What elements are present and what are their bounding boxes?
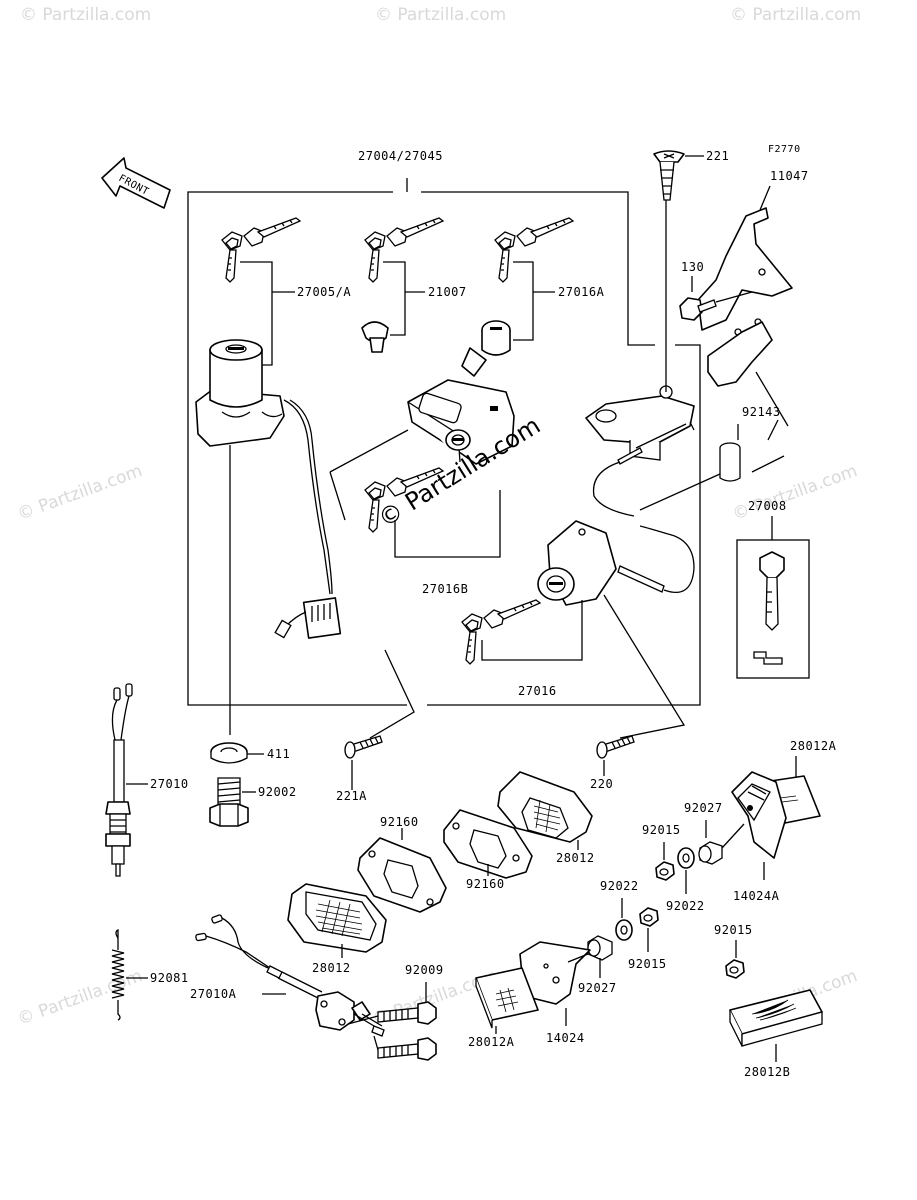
watermark-text: © Partzilla.com <box>375 5 506 25</box>
reflector-28012-left <box>287 883 387 953</box>
label-28012-right: 28012 <box>556 851 595 865</box>
label-21007: 21007 <box>428 285 467 299</box>
gasket-92160-left <box>357 837 447 913</box>
watermark-text: © Partzilla.com <box>15 966 145 1030</box>
bracket-11047 <box>697 207 793 387</box>
label-28012A-bottom: 28012A <box>468 1035 515 1049</box>
spring-92081 <box>111 928 125 1021</box>
screw-221A <box>344 735 383 759</box>
label-92143: 92143 <box>742 405 781 419</box>
label-27010: 27010 <box>150 777 189 791</box>
label-27010A: 27010A <box>190 987 237 1001</box>
bolt-92009-a <box>377 1001 437 1025</box>
nut-92015-mid <box>639 907 659 927</box>
washer-411 <box>210 742 248 764</box>
label-92015-mid: 92015 <box>628 957 667 971</box>
key-set-27016 <box>462 600 540 664</box>
nut-92015-top <box>655 861 675 881</box>
label-11047: 11047 <box>770 169 809 183</box>
switch-27010A <box>195 914 385 1037</box>
seat-lock-27016B <box>407 379 515 465</box>
figure-code: F2770 <box>768 144 801 155</box>
label-92015-bottom: 92015 <box>714 923 753 937</box>
collar-92143 <box>719 442 741 482</box>
key-card-27008 <box>736 539 810 679</box>
lock-cylinder-27016A <box>461 320 511 377</box>
label-221A: 221A <box>336 789 367 803</box>
label-14024: 14024 <box>546 1031 585 1045</box>
screw-221 <box>653 150 685 201</box>
watermark-text: © Partzilla.com <box>20 5 151 25</box>
lock-27016 <box>537 520 695 606</box>
label-28012B: 28012B <box>744 1065 790 1079</box>
label-14024A: 14024A <box>733 889 780 903</box>
key-set-21007 <box>365 218 443 282</box>
watermark-text: © Partzilla.com <box>15 461 145 525</box>
label-27016A: 27016A <box>558 285 605 299</box>
label-411: 411 <box>267 747 290 761</box>
collar-92027-top <box>698 841 723 865</box>
label-92009: 92009 <box>405 963 444 977</box>
watermark-text: © Partzilla.com <box>730 5 861 25</box>
label-27004-27045: 27004/27045 <box>358 149 443 163</box>
assembly-outline <box>187 191 701 706</box>
lock-cylinder-21007 <box>361 321 389 353</box>
label-92027-bottom: 92027 <box>578 981 617 995</box>
label-130: 130 <box>681 260 704 274</box>
reflector-28012A-bottom <box>475 967 539 1029</box>
bolt-92002 <box>209 777 249 827</box>
bracket-14024A <box>731 771 787 859</box>
watermark-text: © Partzilla.com <box>730 461 860 525</box>
collar-92027-bottom <box>587 935 613 961</box>
nut-92015-bottom <box>725 959 745 979</box>
label-27005A: 27005/A <box>297 285 351 299</box>
label-27008: 27008 <box>748 499 787 513</box>
washer-92022-bottom <box>615 919 633 941</box>
label-27016: 27016 <box>518 684 557 698</box>
label-92027-top: 92027 <box>684 801 723 815</box>
bolt-92009-b <box>377 1037 437 1061</box>
ignition-switch <box>195 339 342 639</box>
label-92081: 92081 <box>150 971 189 985</box>
screw-220 <box>596 735 635 759</box>
front-arrow-icon: FRONT <box>101 157 171 209</box>
label-28012-left: 28012 <box>312 961 351 975</box>
label-92160-left: 92160 <box>380 815 419 829</box>
key-set-27005A <box>222 218 300 282</box>
label-221: 221 <box>706 149 729 163</box>
label-92002: 92002 <box>258 785 297 799</box>
label-92160-right: 92160 <box>466 877 505 891</box>
label-92022-top: 92022 <box>666 899 705 913</box>
label-92022-bottom: 92022 <box>600 879 639 893</box>
helmet-lock-bracket <box>585 385 695 517</box>
switch-27010 <box>105 683 133 877</box>
washer-92022-top <box>677 847 695 869</box>
label-92015-top: 92015 <box>642 823 681 837</box>
reflector-28012-right <box>497 771 593 843</box>
key-set-27016A <box>495 218 573 282</box>
reflector-28012B <box>729 989 823 1047</box>
label-27016B: 27016B <box>422 582 468 596</box>
label-220: 220 <box>590 777 613 791</box>
gasket-92160-right <box>443 809 533 879</box>
label-28012A-top: 28012A <box>790 739 837 753</box>
bolt-130 <box>679 291 753 321</box>
